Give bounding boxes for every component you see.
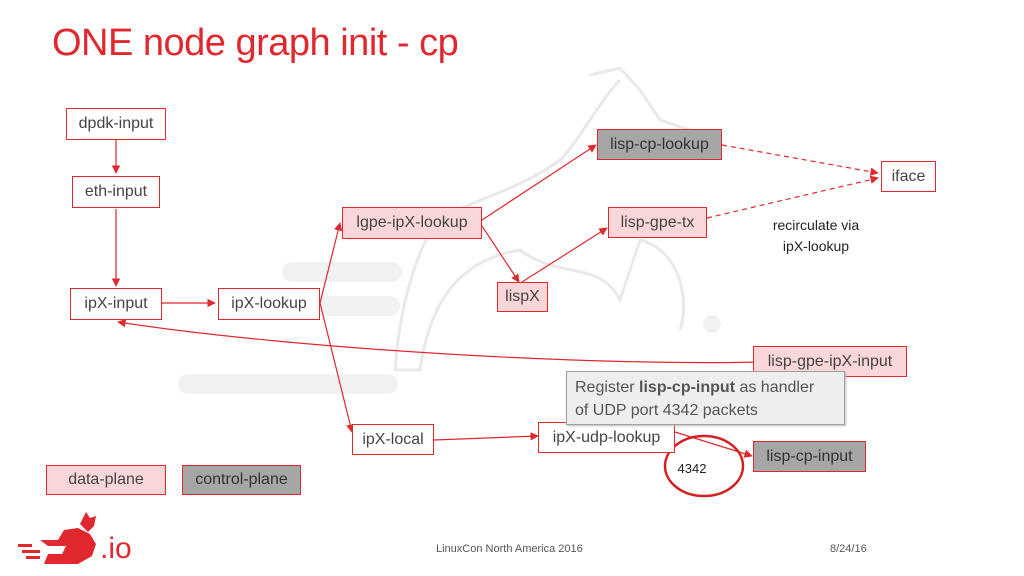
node-ipx-local: ipX-local bbox=[352, 424, 434, 455]
node-ipx-udp-lookup: ipX-udp-lookup bbox=[538, 422, 675, 453]
node-lgpe-ipx-lookup: lgpe-ipX-lookup bbox=[342, 207, 482, 239]
node-lispx-label: lispX bbox=[505, 288, 540, 305]
node-ipx-lookup-label: ipX-lookup bbox=[231, 295, 307, 312]
node-lisp-cp-input-label: lisp-cp-input bbox=[766, 447, 853, 465]
edge-lookup-lgpe bbox=[319, 222, 343, 304]
node-lispx: lispX bbox=[497, 282, 548, 312]
recirculate-note: recirculate via ipX-lookup bbox=[756, 215, 876, 257]
legend-data-plane-label: data-plane bbox=[68, 471, 144, 488]
callout-prefix: Register bbox=[575, 379, 640, 396]
edge-lgpe-cp-lookup bbox=[481, 144, 597, 221]
edge-gpe-tx-iface bbox=[706, 175, 879, 219]
node-lisp-cp-input: lisp-cp-input bbox=[753, 441, 866, 472]
node-ipx-local-label: ipX-local bbox=[362, 430, 424, 448]
node-ipx-input-label: ipX-input bbox=[84, 295, 148, 312]
edge-local-udp bbox=[433, 432, 539, 441]
footer-event: LinuxCon North America 2016 bbox=[436, 543, 583, 555]
recirculate-note-line2: ipX-lookup bbox=[782, 238, 850, 254]
node-dpdk-input-label: dpdk-input bbox=[78, 115, 154, 132]
legend-control-plane-label: control-plane bbox=[195, 471, 288, 488]
node-iface: iface bbox=[881, 161, 936, 192]
fdio-logo-mark bbox=[18, 512, 96, 564]
edge-gpe-ipx-input-back bbox=[117, 318, 761, 364]
node-iface-label: iface bbox=[891, 167, 926, 185]
node-lisp-gpe-tx-label: lisp-gpe-tx bbox=[620, 213, 695, 231]
edge-cp-lookup-iface bbox=[721, 144, 879, 176]
node-ipx-input: ipX-input bbox=[70, 288, 162, 320]
node-ipx-udp-lookup-label: ipX-udp-lookup bbox=[552, 428, 661, 446]
footer-date: 8/24/16 bbox=[830, 543, 867, 555]
node-dpdk-input: dpdk-input bbox=[66, 108, 166, 140]
fdio-logo: .io bbox=[18, 508, 148, 571]
edge-lgpe-lispx bbox=[481, 225, 520, 283]
page-title: ONE node graph init - cp bbox=[52, 22, 459, 64]
node-eth-input-label: eth-input bbox=[84, 183, 148, 200]
node-ipx-lookup: ipX-lookup bbox=[218, 288, 320, 320]
node-lisp-gpe-ipx-input-label: lisp-gpe-ipX-input bbox=[767, 352, 893, 370]
callout-bold: lisp-cp-input bbox=[639, 379, 736, 396]
edge-lispx-gpe-tx bbox=[521, 227, 608, 283]
callout-line1: Register lisp-cp-input as handler bbox=[575, 376, 836, 399]
callout-line2: of UDP port 4342 packets bbox=[575, 402, 758, 419]
port-highlight-ellipse bbox=[663, 434, 745, 498]
node-lisp-gpe-tx: lisp-gpe-tx bbox=[608, 207, 707, 238]
edge-lookup-local bbox=[319, 302, 355, 433]
node-lgpe-ipx-lookup-label: lgpe-ipX-lookup bbox=[356, 214, 468, 231]
node-eth-input: eth-input bbox=[72, 176, 160, 208]
legend-data-plane: data-plane bbox=[46, 465, 166, 495]
logo-text: .io bbox=[100, 532, 132, 565]
register-callout: Register lisp-cp-input as handler of UDP… bbox=[566, 371, 845, 425]
port-label: 4342 bbox=[677, 461, 707, 476]
recirculate-note-line1: recirculate via bbox=[772, 217, 860, 233]
node-lisp-cp-lookup-label: lisp-cp-lookup bbox=[610, 135, 709, 153]
node-lisp-cp-lookup: lisp-cp-lookup bbox=[597, 129, 722, 160]
legend-control-plane: control-plane bbox=[182, 465, 301, 495]
callout-suffix: as handler bbox=[735, 379, 815, 396]
